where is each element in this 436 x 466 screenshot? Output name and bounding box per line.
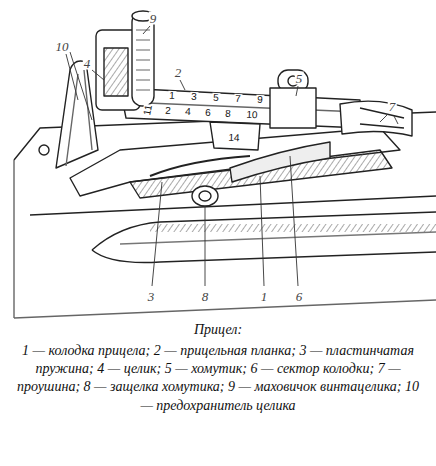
lug-slots: [360, 108, 404, 128]
receiver-line: [30, 196, 436, 215]
guard-screw: [39, 145, 49, 155]
scale-number: 4: [184, 107, 192, 117]
scale-number: 8: [224, 109, 232, 119]
groove-mid: [120, 232, 436, 244]
scale-number: 14: [227, 133, 241, 144]
groove-top: [92, 212, 436, 250]
scale-number: 1: [168, 91, 176, 101]
hinge-lug: [340, 101, 412, 136]
scale-number: 3: [190, 92, 198, 102]
figure-title: Прицел:: [8, 322, 428, 338]
callout-number: 6: [295, 290, 304, 303]
callout-number: 4: [83, 57, 92, 70]
figure-caption: 1 — колодка прицела; 2 — прицельная план…: [14, 342, 422, 415]
groove-shade: [150, 224, 436, 232]
leaf-lower: [210, 122, 260, 150]
leaf-divider: [124, 102, 360, 112]
groove-bottom: [92, 250, 436, 263]
slide-catch: [192, 186, 218, 206]
callout-number: 8: [201, 290, 210, 303]
scale-number: 11: [142, 103, 154, 117]
callout-number: 5: [295, 72, 304, 85]
slide-body: [270, 88, 316, 128]
guard-edge: [66, 70, 92, 166]
sight-leaf: [120, 88, 362, 128]
notch-block: [104, 48, 128, 96]
callout-number: 2: [174, 66, 183, 79]
scale-number: 5: [212, 93, 220, 103]
callout-number: 10: [55, 40, 70, 53]
callout-number: 3: [147, 290, 156, 303]
scale-number: 10: [245, 110, 259, 121]
scale-number: 7: [234, 94, 242, 104]
callout-number: 9: [149, 12, 158, 25]
scale-number: 9: [256, 95, 264, 105]
knob-knurl: [136, 30, 150, 90]
slide-catch-inner: [199, 191, 211, 201]
scale-number: 2: [164, 106, 172, 116]
callout-number: 1: [260, 290, 269, 303]
leader-lines: [66, 26, 398, 286]
sight-guard: [56, 61, 98, 168]
leaf-spring: [150, 156, 250, 176]
scale-number: 6: [204, 108, 212, 118]
callout-number: 7: [388, 100, 397, 113]
windage-knob: [132, 12, 154, 106]
